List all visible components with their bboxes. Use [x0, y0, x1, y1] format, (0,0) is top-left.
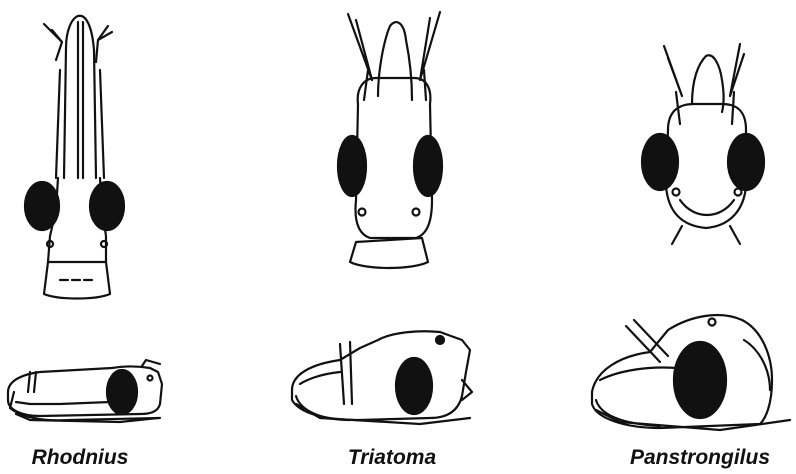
panstrongylus-lateral-eye [674, 342, 726, 418]
panstrongylus-label: Panstrongilus [610, 444, 790, 472]
triatoma-label: Triatoma [332, 444, 452, 472]
panstrongylus-dorsal-head [642, 44, 764, 244]
panstrongylus-lateral-head [592, 315, 790, 430]
panstrongylus-right-eye [728, 134, 764, 190]
triatoma-lateral-head [292, 331, 472, 424]
panstrongylus-left-eye [642, 134, 678, 190]
rhodnius-label: Rhodnius [20, 444, 140, 472]
rhodnius-dorsal-head [25, 16, 124, 299]
rhodnius-right-eye [90, 182, 124, 230]
triatoma-right-eye [414, 136, 442, 196]
triatoma-lateral-eye [396, 358, 432, 414]
rhodnius-lateral-eye [107, 370, 137, 414]
rhodnius-lateral-head [8, 360, 162, 422]
triatoma-left-eye [338, 136, 366, 196]
triatoma-dorsal-head [338, 12, 442, 268]
